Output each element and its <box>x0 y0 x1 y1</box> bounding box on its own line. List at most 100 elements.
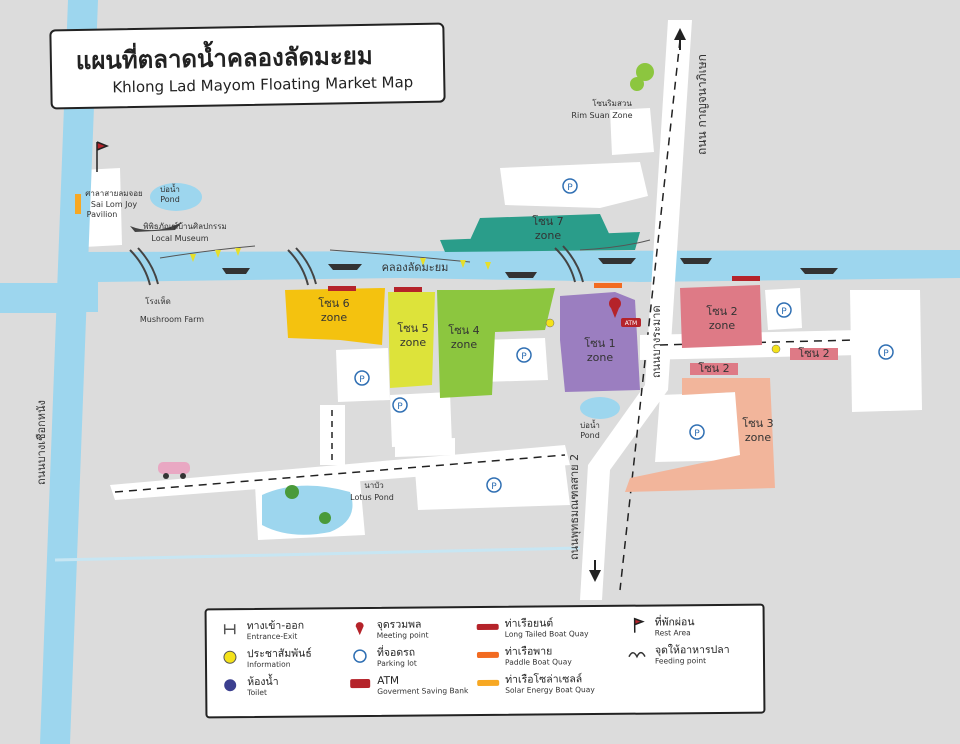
parking-icon: P <box>878 344 894 360</box>
toilet-icon <box>219 676 241 694</box>
parking-icon: P <box>486 477 502 493</box>
information-icon <box>771 344 781 354</box>
map-title-box: แผนที่ตลาดน้ำคลองลัดมะยม Khlong Lad Mayo… <box>49 22 446 110</box>
boats <box>130 222 838 278</box>
tree-icon <box>636 63 654 81</box>
legend-label-th: ประชาสัมพันธ์ <box>246 647 312 661</box>
canal-label: คลองลัดมะยม <box>382 261 449 274</box>
svg-text:P: P <box>883 349 889 359</box>
road-label-kanchanaphisek: ถนน กาญจนาภิเษก <box>695 54 709 155</box>
mushroom-th: โรงเห็ด <box>145 296 171 306</box>
solar-boat-quay-icon <box>477 674 500 692</box>
boat-quays <box>328 276 760 292</box>
zone2c-area[interactable] <box>790 348 838 360</box>
atm-icon <box>621 318 641 327</box>
zone6-label-en: zone <box>321 311 347 324</box>
zone3-label-th: โซน 3 <box>742 416 773 430</box>
paddle-boat-quay <box>594 283 622 288</box>
zone2-label-th: โซน 2 <box>706 304 737 318</box>
legend-item-information: ประชาสัมพันธ์Information <box>219 648 312 671</box>
legend-label-th: ท่าเรือยนต์ <box>504 617 554 630</box>
zone5-label-th: โซน 5 <box>397 321 428 335</box>
bridges <box>129 245 584 286</box>
legend-label-en: Goverment Saving Bank <box>377 686 469 696</box>
pavilion-en2: Pavilion <box>87 210 118 219</box>
legend-label-en: Solar Energy Boat Quay <box>505 685 595 695</box>
svg-text:P: P <box>567 183 573 193</box>
zone3-area[interactable] <box>625 378 775 492</box>
svg-text:P: P <box>491 482 497 492</box>
map-title-thai: แผนที่ตลาดน้ำคลองลัดมะยม <box>75 41 373 75</box>
parking-icon: P <box>776 302 792 318</box>
zone5-area[interactable] <box>388 292 435 388</box>
legend-label-en: Paddle Boat Quay <box>504 657 572 667</box>
svg-text:P: P <box>694 429 700 439</box>
zone2-area[interactable] <box>680 285 762 348</box>
long-tailed-boat-quay-3 <box>732 276 760 281</box>
parking-icon: P <box>516 347 532 363</box>
zone4-area[interactable] <box>437 288 555 398</box>
mushroom-en: Mushroom Farm <box>140 315 204 324</box>
pond-north-en: Pond <box>160 195 180 204</box>
road-label-phutthamonthon: ถนนพุทธมณฑลสาย 2 <box>568 454 581 560</box>
parking-icon <box>349 647 371 665</box>
zone5-label-en: zone <box>400 336 426 349</box>
zone3-label-en: zone <box>745 431 771 444</box>
feeding-point-icon <box>627 645 649 663</box>
svg-text:P: P <box>781 307 787 317</box>
zone2b-label: โซน 2 <box>698 361 729 375</box>
museum-th: พิพิธภัณฑ์บ้านศิลปกรรม <box>143 221 227 231</box>
legend-label-th: ห้องน้ำ <box>247 675 279 689</box>
zone7-area[interactable] <box>440 214 640 252</box>
pond-north <box>150 183 202 211</box>
legend-label-th: จุดให้อาหารปลา <box>654 643 730 657</box>
legend-label-en: Long Tailed Boat Quay <box>504 629 589 639</box>
zone4-label-th: โซน 4 <box>448 323 479 337</box>
zone2-label-en: zone <box>709 319 735 332</box>
meeting-point-icon <box>609 297 621 318</box>
museum-en: Local Museum <box>151 234 208 243</box>
pavilion-en1: Sai Lom Joy <box>91 200 138 209</box>
zone2b-area[interactable] <box>690 363 738 375</box>
parking-markers[interactable]: P P P P P P P P <box>354 178 894 493</box>
zone1-label-th: โซน 1 <box>584 336 615 350</box>
zone6-area[interactable] <box>285 288 385 345</box>
legend-label-th: ทางเข้า-ออก <box>246 619 305 633</box>
legend-label-th: ATM <box>377 674 400 687</box>
rest-area-flag <box>96 141 110 172</box>
rim-suan-th: โซนริมสวน <box>592 98 632 108</box>
lotus-th: นาบัว <box>364 481 384 490</box>
long-tailed-boat-quay-1 <box>328 286 356 291</box>
khlong-lad-mayom-canal <box>0 250 960 312</box>
legend-label-en: Parking lot <box>376 658 417 668</box>
parking-icon: P <box>354 370 370 386</box>
legend-label-th: จุดรวมพล <box>376 618 422 631</box>
legend-label-th: ท่าเรือโซล่าเซลล์ <box>505 673 583 686</box>
pond-south-th: บ่อน้ำ <box>580 419 600 430</box>
legend-label-th: ท่าเรือพาย <box>504 645 553 658</box>
legend-label-en: Entrance-Exit <box>246 631 298 642</box>
long-tailed-boat-quay-icon <box>476 618 499 636</box>
svg-text:P: P <box>521 352 527 362</box>
lotus-en: Lotus Pond <box>350 493 394 502</box>
lower-water-line <box>54 546 581 562</box>
zone7-label-en: zone <box>535 229 561 242</box>
paddle-boat-quay-icon <box>476 646 499 664</box>
legend-label-en: Meeting point <box>376 630 429 640</box>
parking-icon: P <box>689 424 705 440</box>
meeting-point-icon <box>349 619 371 637</box>
zone1-area[interactable] <box>560 292 640 392</box>
svg-text:P: P <box>359 375 365 385</box>
road-label-bang-chueak-nang: ถนนบางเชือกหนัง <box>35 400 48 485</box>
long-tailed-boat-quay-2 <box>394 287 422 292</box>
legend-label-th: ที่จอดรถ <box>376 646 416 659</box>
road-label-bang-ramat: ถนนบางระมาด <box>650 305 663 378</box>
zone6-label-th: โซน 6 <box>318 296 349 310</box>
atm-icon <box>349 675 371 693</box>
pond-south-en: Pond <box>580 431 600 440</box>
pavilion-marker <box>75 194 81 214</box>
